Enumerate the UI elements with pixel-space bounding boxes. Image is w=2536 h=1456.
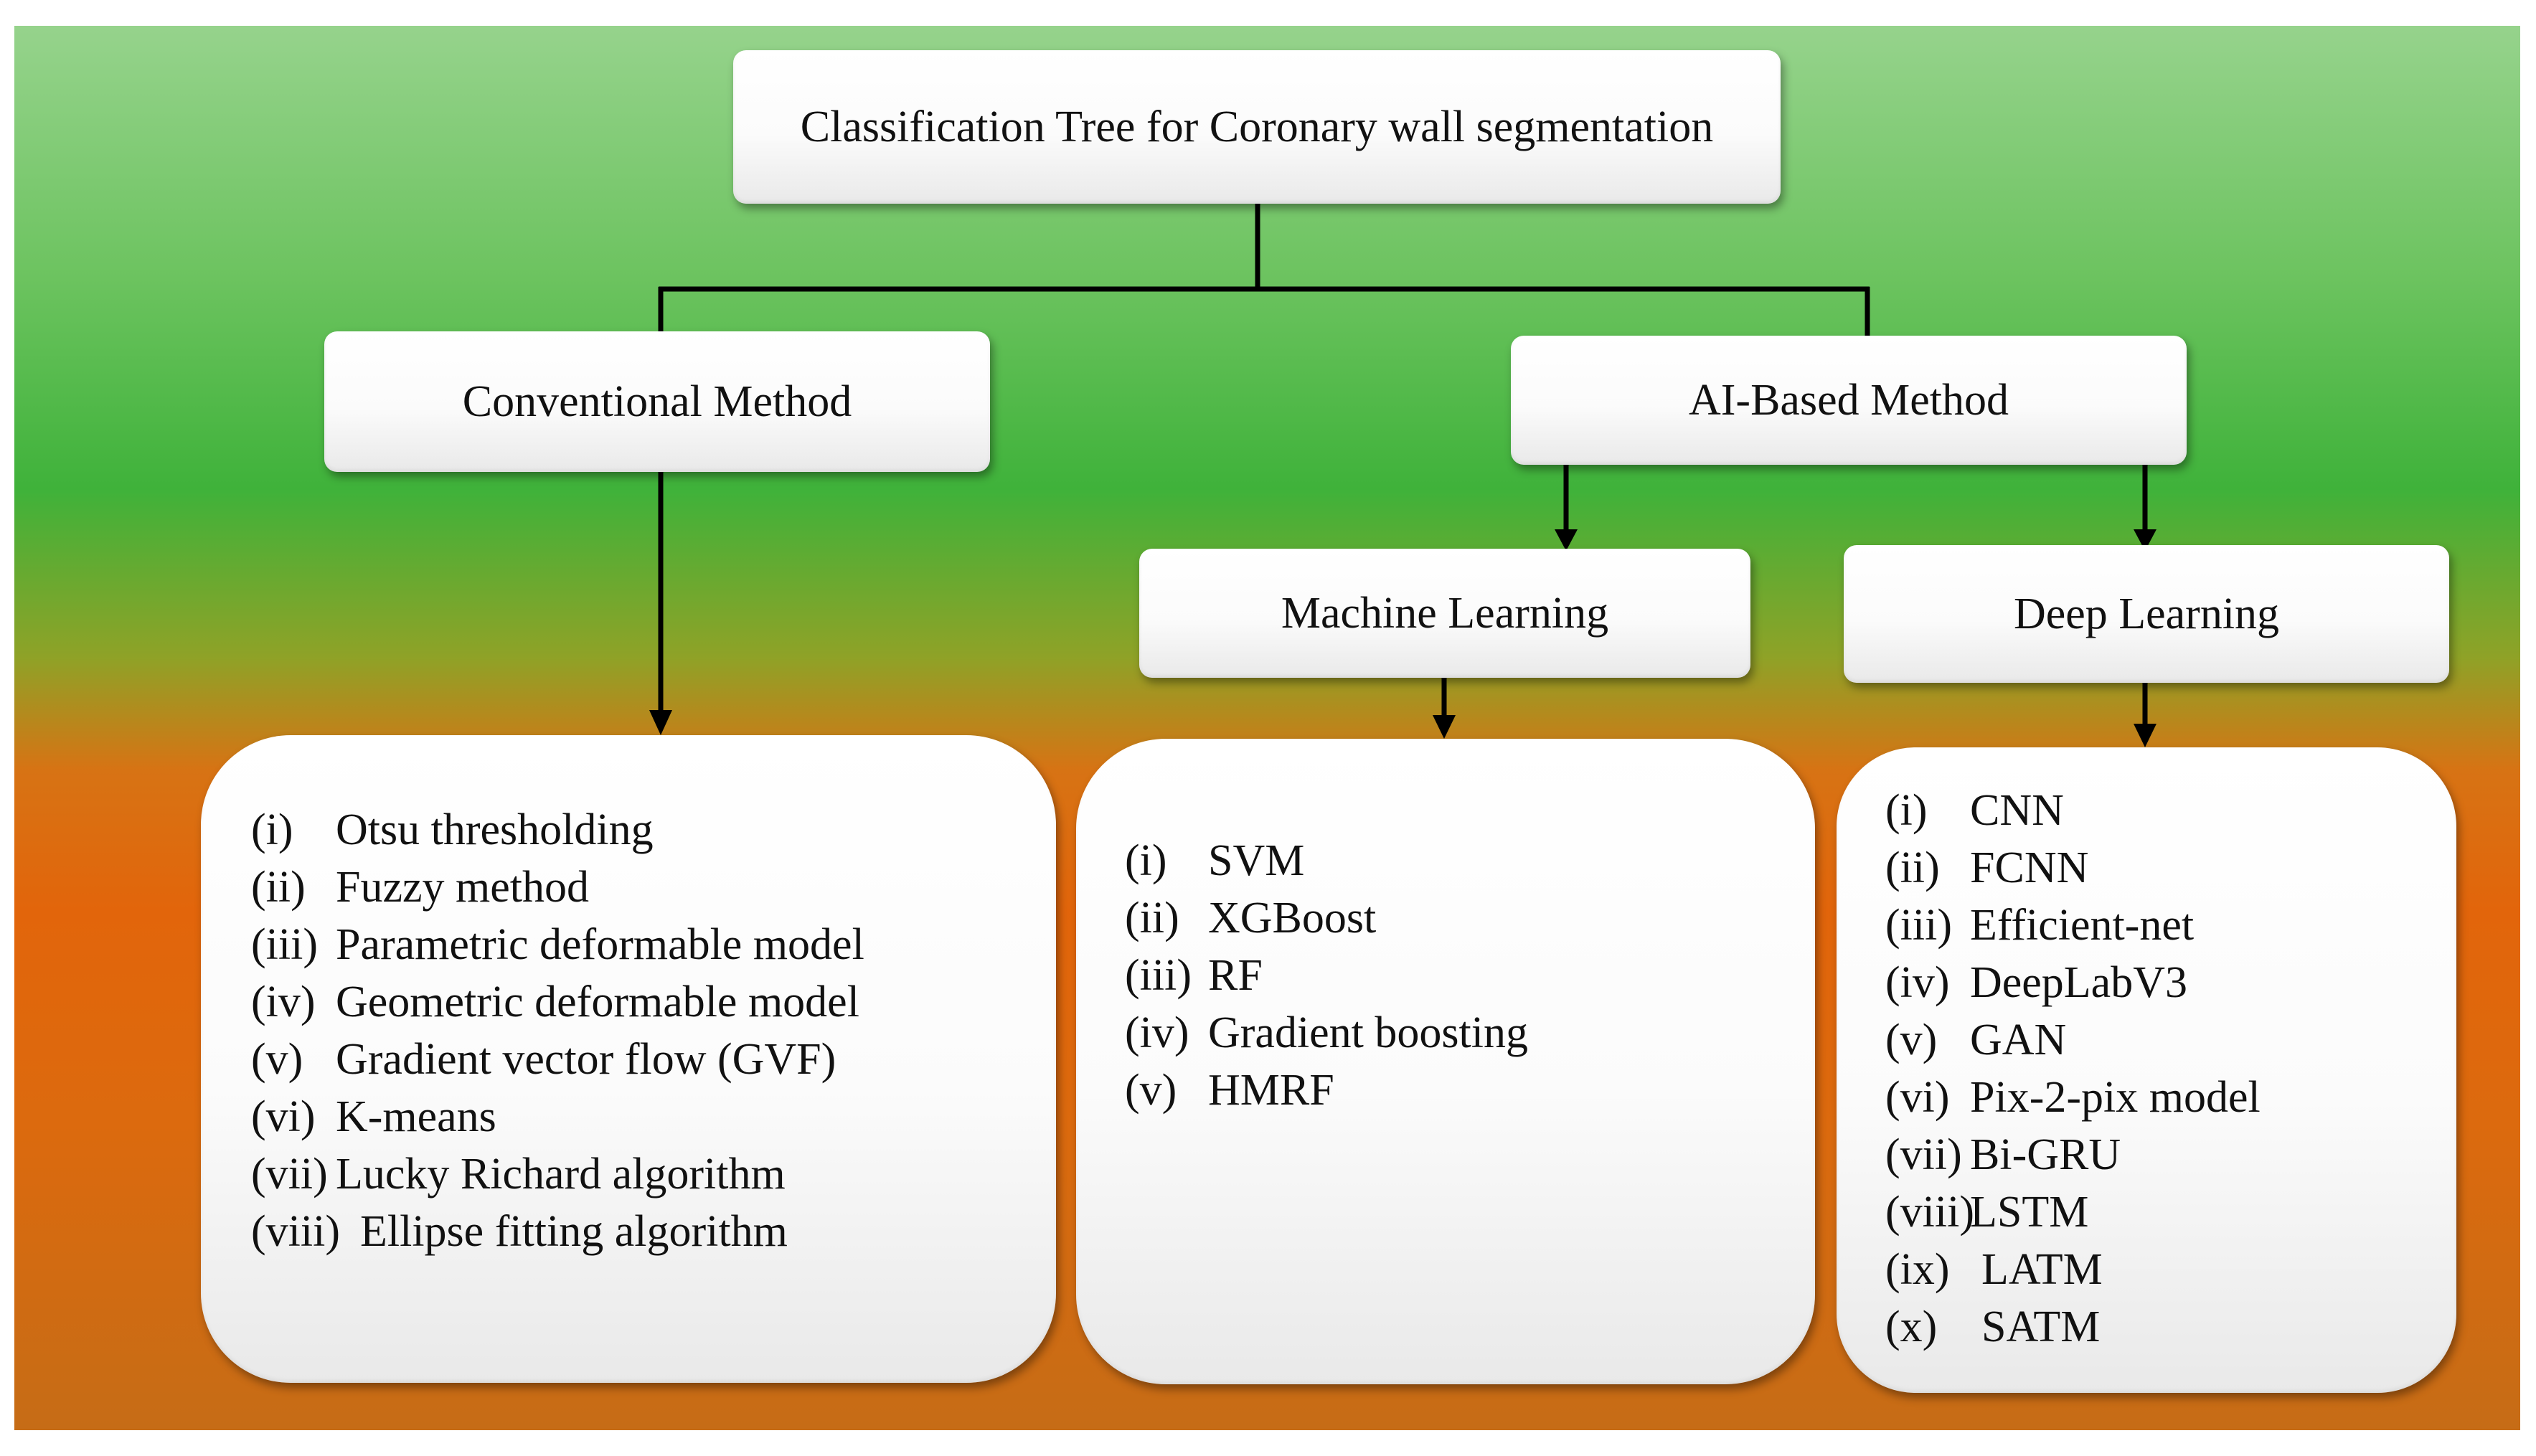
- list-item-text: Lucky Richard algorithm: [336, 1150, 786, 1199]
- list-item-number: (viii): [251, 1207, 340, 1256]
- arrow-conventional-list-icon: [649, 710, 672, 735]
- root-node: Classification Tree for Coronary wall se…: [733, 50, 1781, 204]
- ai-based-method-label: AI-Based Method: [1689, 375, 2009, 425]
- list-item-number: (v): [1125, 1066, 1177, 1115]
- arrow-ml-list-icon: [1433, 715, 1456, 739]
- machine-learning-node: Machine Learning: [1139, 549, 1750, 678]
- list-item-text: LATM: [1981, 1245, 2103, 1294]
- list-item-number: (vii): [1885, 1130, 1962, 1179]
- list-item-text: CNN: [1970, 786, 2064, 835]
- list-item-text: DeepLabV3: [1970, 958, 2187, 1007]
- list-item-text: Otsu thresholding: [336, 805, 654, 854]
- list-item-text: K-means: [336, 1092, 496, 1141]
- list-item-number: (i): [251, 805, 293, 854]
- list-item-number: (vi): [251, 1092, 316, 1141]
- arrow-dl-icon: [2134, 529, 2156, 551]
- list-item-number: (iv): [1125, 1008, 1189, 1057]
- list-item-number: (i): [1125, 836, 1167, 885]
- list-item-text: GAN: [1970, 1016, 2067, 1064]
- machine-learning-label: Machine Learning: [1281, 588, 1609, 638]
- list-item-text: Geometric deformable model: [336, 978, 859, 1026]
- list-item-text: RF: [1208, 951, 1263, 1000]
- list-item-number: (iii): [1125, 951, 1192, 1000]
- list-item-text: SATM: [1981, 1303, 2101, 1351]
- list-item-number: (ix): [1885, 1245, 1950, 1294]
- list-item-number: (iii): [251, 920, 318, 969]
- list-item-text: Ellipse fitting algorithm: [360, 1207, 788, 1256]
- list-item-number: (iv): [251, 978, 316, 1026]
- ai-based-method-node: AI-Based Method: [1511, 336, 2187, 465]
- list-item-text: SVM: [1208, 836, 1305, 885]
- list-item-text: HMRF: [1208, 1066, 1334, 1115]
- conventional-method-label: Conventional Method: [462, 377, 852, 426]
- conventional-methods-list-box: [201, 735, 1056, 1383]
- list-item-number: (viii): [1885, 1188, 1974, 1237]
- list-item-text: FCNN: [1970, 843, 2089, 892]
- list-item-number: (v): [1885, 1016, 1938, 1064]
- arrow-ml-icon: [1555, 529, 1578, 551]
- list-item-number: (vii): [251, 1150, 328, 1199]
- list-item-number: (x): [1885, 1303, 1938, 1351]
- list-item-number: (iv): [1885, 958, 1950, 1007]
- list-item-text: Fuzzy method: [336, 863, 589, 912]
- list-item-number: (iii): [1885, 901, 1952, 950]
- list-item-text: Gradient boosting: [1208, 1008, 1528, 1057]
- list-item-number: (i): [1885, 786, 1928, 835]
- deep-learning-list-box: [1837, 747, 2456, 1393]
- list-item-text: Pix-2-pix model: [1970, 1073, 2261, 1122]
- list-item-text: LSTM: [1970, 1188, 2089, 1237]
- deep-learning-label: Deep Learning: [2013, 589, 2280, 638]
- list-item-number: (v): [251, 1035, 303, 1084]
- list-item-text: Efficient-net: [1970, 901, 2195, 950]
- list-item-number: (ii): [1125, 894, 1179, 942]
- list-item-number: (vi): [1885, 1073, 1950, 1122]
- list-item-text: Gradient vector flow (GVF): [336, 1035, 836, 1084]
- deep-learning-node: Deep Learning: [1844, 545, 2449, 683]
- root-title: Classification Tree for Coronary wall se…: [800, 102, 1714, 151]
- list-item-text: Parametric deformable model: [336, 920, 864, 969]
- list-item-text: XGBoost: [1208, 894, 1377, 942]
- machine-learning-list-box: [1076, 739, 1815, 1384]
- conventional-method-node: Conventional Method: [324, 331, 990, 472]
- list-item-text: Bi-GRU: [1970, 1130, 2121, 1179]
- list-item-number: (ii): [1885, 843, 1940, 892]
- list-item-number: (ii): [251, 863, 306, 912]
- arrow-dl-list-icon: [2134, 724, 2156, 747]
